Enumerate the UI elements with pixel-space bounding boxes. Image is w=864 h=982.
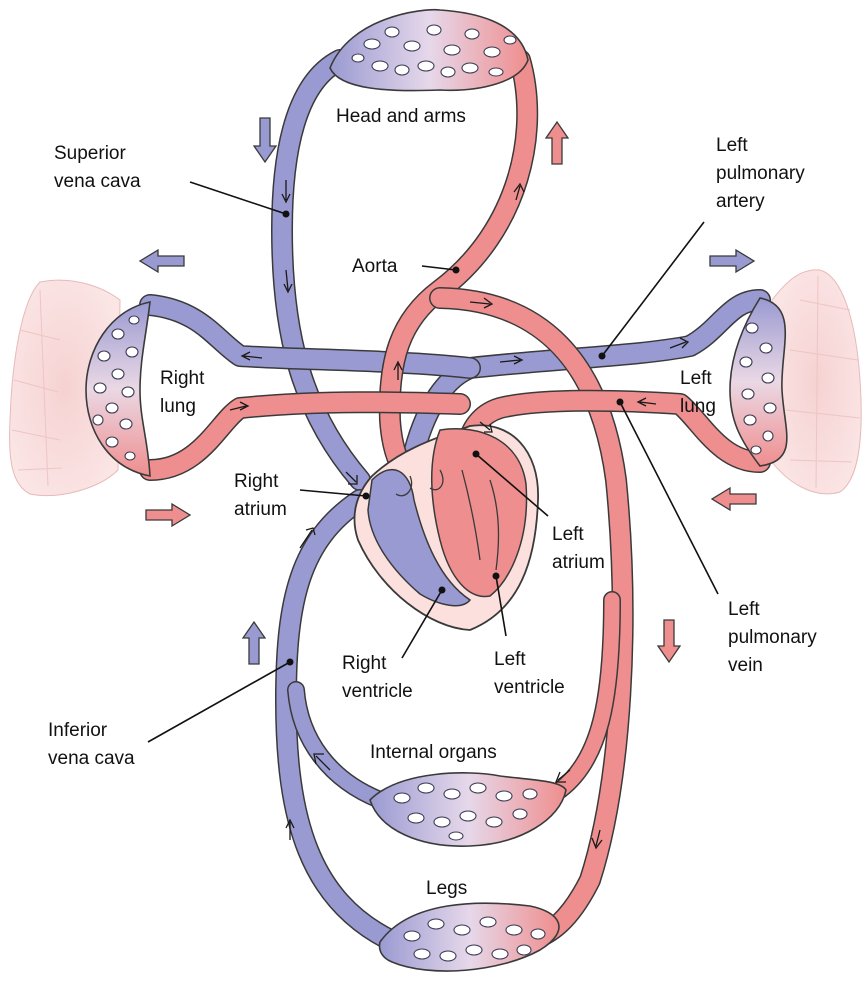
right-ventricle-line-1: Right (342, 653, 387, 674)
right-lung-return-arrow-icon (146, 504, 190, 526)
body-up-arrow-icon (243, 622, 265, 664)
left-pulmonary-vein-label: Left pulmonary vein (728, 599, 822, 676)
left-atrium-line-2: atrium (552, 552, 605, 573)
left-ventricle-line-1: Left (494, 649, 526, 670)
internal-organs-label: Internal organs (370, 742, 497, 763)
left-lung-return-arrow-icon (712, 488, 756, 510)
left-pulmonary-artery-line-3: artery (716, 191, 765, 212)
right-ventricle-line-2: ventricle (342, 681, 413, 702)
head-down-arrow-icon (254, 118, 276, 162)
right-atrium-label: Right atrium (234, 471, 287, 520)
right-atrium-line-1: Right (234, 471, 279, 492)
left-lung-label: Left lung (680, 368, 717, 417)
left-pulmonary-vein-line-1: Left (728, 599, 760, 620)
left-lung-line-2: lung (680, 396, 716, 417)
heart (354, 425, 538, 630)
left-pulmonary-vein-line-3: vein (728, 655, 763, 676)
superior-vena-cava-line-1: Superior (54, 143, 126, 164)
legs-label: Legs (426, 878, 467, 899)
left-ventricle-line-2: ventricle (494, 677, 565, 698)
right-lung-label: Right lung (160, 368, 210, 417)
left-pulmonary-artery-line-1: Left (716, 135, 748, 156)
left-pulmonary-artery-label: Left pulmonary artery (716, 135, 810, 212)
left-lung-capillary-bed (730, 298, 787, 466)
right-atrium-line-2: atrium (234, 499, 287, 520)
lung-left-arrow-icon (140, 250, 184, 272)
inferior-vena-cava-label: Inferior vena cava (48, 720, 135, 769)
inferior-vena-cava-line-2: vena cava (48, 748, 135, 769)
head-up-arrow-icon (546, 122, 568, 164)
left-atrium-label: Left atrium (552, 524, 605, 573)
legs-capillary-bed (380, 903, 559, 971)
right-lung-line-1: Right (160, 368, 205, 389)
right-ventricle-label: Right ventricle (342, 653, 413, 702)
left-pulmonary-artery-line-2: pulmonary (716, 163, 805, 184)
left-lung-line-1: Left (680, 368, 712, 389)
left-pulmonary-vein-line-2: pulmonary (728, 627, 817, 648)
superior-vena-cava-label: Superior vena cava (54, 143, 141, 192)
inferior-vena-cava-line-1: Inferior (48, 720, 108, 741)
lung-right-arrow-icon (710, 250, 754, 272)
right-lung-line-2: lung (160, 396, 196, 417)
left-lung-tissue (772, 270, 861, 494)
aorta-label: Aorta (352, 256, 398, 277)
superior-vena-cava-line-2: vena cava (54, 171, 141, 192)
head-capillary-bed (330, 10, 528, 91)
internal-organs-capillary-bed (370, 773, 566, 846)
left-ventricle-label: Left ventricle (494, 649, 565, 698)
body-down-arrow-icon (658, 620, 680, 662)
head-and-arms-label: Head and arms (336, 106, 466, 127)
left-atrium-line-1: Left (552, 524, 584, 545)
